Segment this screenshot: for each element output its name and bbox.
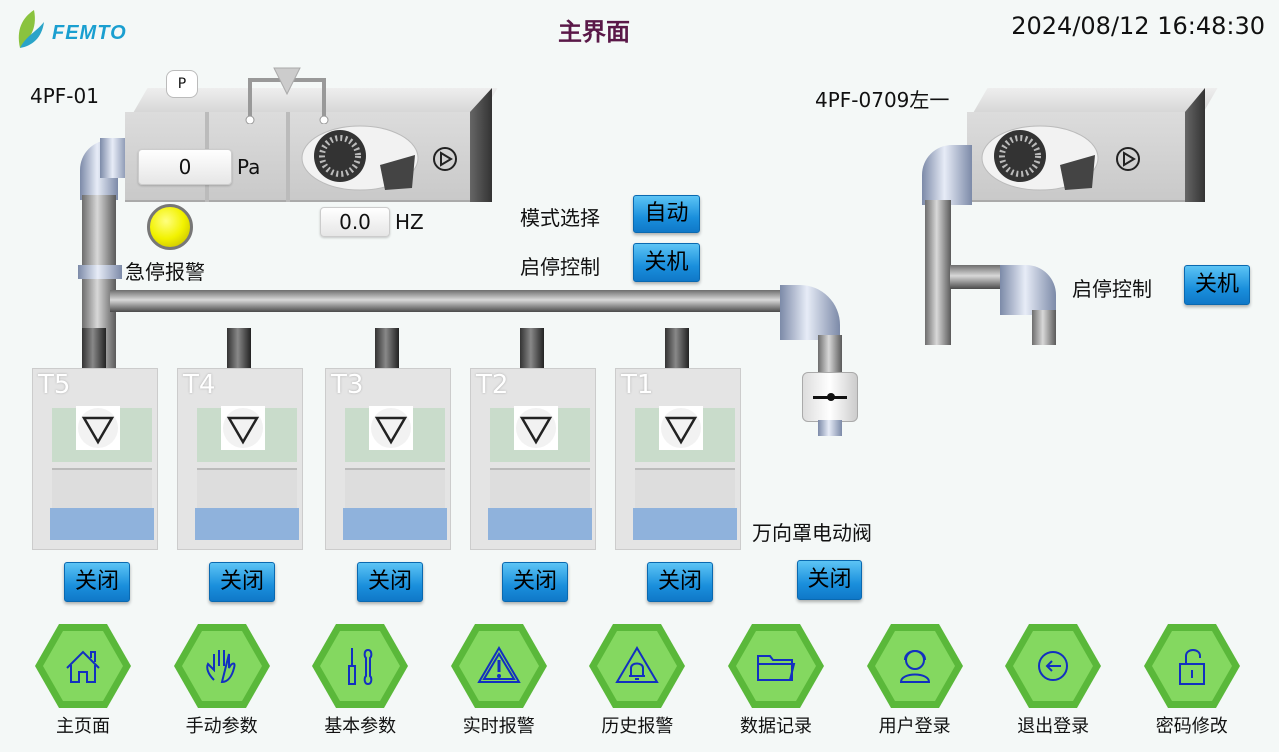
mode-label: 模式选择 bbox=[520, 206, 600, 230]
nav-label: 基本参数 bbox=[324, 716, 397, 737]
pipe-elbow bbox=[780, 285, 840, 340]
fan-icon bbox=[301, 125, 419, 191]
diff-pressure-tube-icon bbox=[245, 67, 329, 124]
nav-label: 历史报警 bbox=[601, 716, 674, 737]
pressure-unit: Pa bbox=[237, 155, 261, 179]
damper-status-icon bbox=[514, 406, 558, 450]
datetime: 2024/08/12 16:48:30 bbox=[1011, 12, 1265, 40]
alarm-lamp bbox=[147, 204, 193, 250]
frequency-unit: HZ bbox=[395, 210, 424, 234]
tools-icon bbox=[312, 624, 409, 708]
nav-tools[interactable]: 基本参数 bbox=[310, 622, 410, 738]
hood-close-button[interactable]: 关闭 bbox=[64, 562, 130, 602]
ahu-top bbox=[972, 88, 1218, 114]
hood-close-button[interactable]: 关闭 bbox=[502, 562, 568, 602]
logo bbox=[14, 8, 46, 56]
nav-folder[interactable]: 数据记录 bbox=[726, 622, 826, 738]
unlock-icon bbox=[1143, 624, 1240, 708]
pipe-vertical bbox=[925, 200, 951, 345]
brand-name: FEMTO bbox=[52, 22, 127, 44]
nav-label: 手动参数 bbox=[185, 716, 258, 737]
power-label-right: 启停控制 bbox=[1072, 277, 1152, 301]
pipe-segment bbox=[100, 138, 128, 178]
fan-run-icon bbox=[433, 147, 457, 171]
pipe-vertical bbox=[1032, 310, 1056, 345]
ahu-seam bbox=[286, 112, 290, 202]
pressure-sensor: P bbox=[166, 70, 198, 98]
warning-icon bbox=[450, 624, 547, 708]
page-title: 主界面 bbox=[558, 18, 630, 46]
hand-icon bbox=[173, 624, 270, 708]
fume-hood: T5 bbox=[32, 328, 158, 550]
nav-label: 主页面 bbox=[56, 716, 110, 737]
nav-home[interactable]: 主页面 bbox=[33, 622, 133, 738]
nav-label: 用户登录 bbox=[878, 716, 951, 737]
damper-status-icon bbox=[659, 406, 703, 450]
nav-warning[interactable]: 实时报警 bbox=[449, 622, 549, 738]
pipe-vertical bbox=[818, 335, 842, 375]
nav-label: 数据记录 bbox=[740, 716, 812, 737]
fume-hood: T2 bbox=[470, 328, 596, 550]
hood-duct bbox=[227, 328, 251, 368]
hood-close-button[interactable]: 关闭 bbox=[647, 562, 713, 602]
nav-label: 退出登录 bbox=[1017, 716, 1090, 737]
hood-tag: T3 bbox=[331, 370, 364, 400]
power-off-button-right[interactable]: 关机 bbox=[1184, 265, 1250, 305]
hood-close-button[interactable]: 关闭 bbox=[209, 562, 275, 602]
hood-tag: T2 bbox=[476, 370, 509, 400]
nav-label: 密码修改 bbox=[1155, 716, 1228, 737]
valve-close-button[interactable]: 关闭 bbox=[797, 560, 862, 600]
alarm-label: 急停报警 bbox=[125, 260, 205, 284]
hood-tag: T5 bbox=[38, 370, 71, 400]
fume-hood: T3 bbox=[325, 328, 451, 550]
valve-label: 万向罩电动阀 bbox=[752, 521, 872, 545]
fume-hood: T4 bbox=[177, 328, 303, 550]
folder-icon bbox=[728, 624, 824, 708]
nav-bell-alarm[interactable]: 历史报警 bbox=[587, 622, 687, 738]
hood-duct bbox=[520, 328, 544, 368]
power-off-button[interactable]: 关机 bbox=[633, 243, 700, 282]
bell-alarm-icon bbox=[589, 624, 686, 708]
pipe-elbow bbox=[922, 145, 972, 205]
hood-duct bbox=[375, 328, 399, 368]
hood-duct bbox=[82, 328, 106, 368]
damper-status-icon bbox=[76, 406, 120, 450]
power-label: 启停控制 bbox=[520, 255, 600, 279]
hood-duct bbox=[665, 328, 689, 368]
ahu-end bbox=[1185, 88, 1205, 202]
unit-right-name: 4PF-0709左一 bbox=[815, 88, 950, 112]
nav-unlock[interactable]: 密码修改 bbox=[1142, 622, 1242, 738]
leaf-logo-icon bbox=[18, 10, 44, 48]
damper-status-icon bbox=[369, 406, 413, 450]
damper-status-icon bbox=[221, 406, 265, 450]
user-icon bbox=[866, 624, 963, 708]
logout-icon bbox=[1005, 624, 1102, 708]
pressure-field: 0 bbox=[138, 149, 232, 185]
nav-label: 实时报警 bbox=[462, 716, 535, 737]
pipe-segment bbox=[818, 420, 842, 436]
pipe-flange bbox=[78, 265, 122, 279]
frequency-field: 0.0 bbox=[320, 207, 390, 237]
nav-logout[interactable]: 退出登录 bbox=[1003, 622, 1103, 738]
nav-user[interactable]: 用户登录 bbox=[865, 622, 965, 738]
hood-tag: T1 bbox=[621, 370, 654, 400]
home-icon bbox=[35, 624, 131, 708]
ahu-end bbox=[470, 88, 492, 202]
mode-auto-button[interactable]: 自动 bbox=[633, 195, 700, 233]
hood-tag: T4 bbox=[183, 370, 216, 400]
unit-left-name: 4PF-01 bbox=[30, 84, 99, 108]
pipe-elbow bbox=[1000, 265, 1056, 315]
fan-icon bbox=[981, 125, 1099, 191]
hood-close-button[interactable]: 关闭 bbox=[357, 562, 423, 602]
nav-hand[interactable]: 手动参数 bbox=[172, 622, 272, 738]
main-duct bbox=[110, 290, 800, 312]
valve-body bbox=[802, 372, 858, 422]
fan-run-icon bbox=[1116, 147, 1140, 171]
fume-hood: T1 bbox=[615, 328, 741, 550]
